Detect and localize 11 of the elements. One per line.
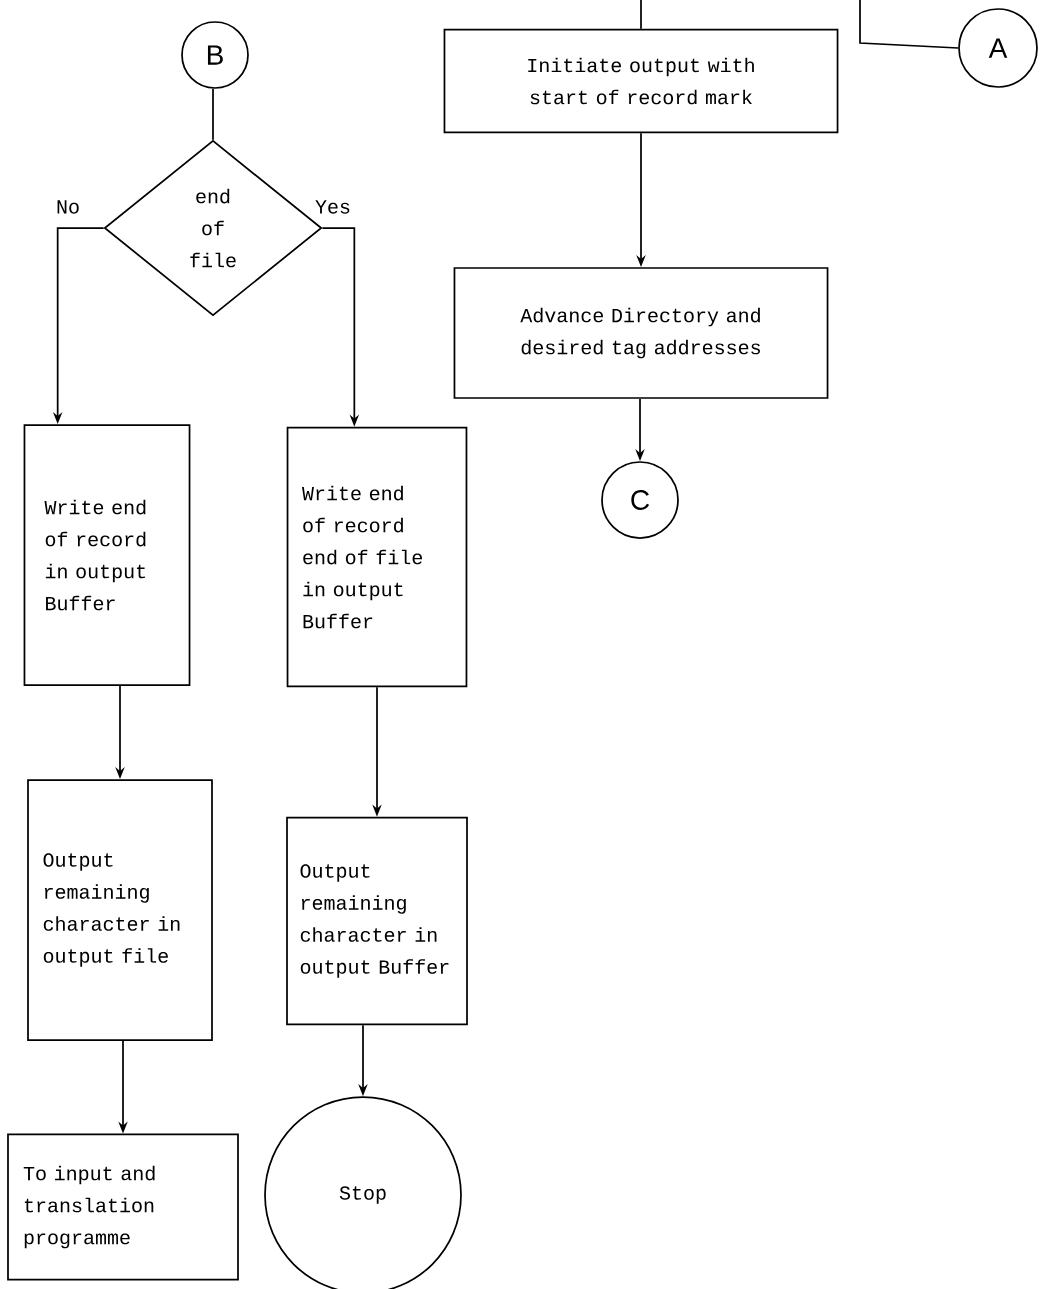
process-box: Write end of record end of file in output Buffer [286,426,468,688]
process-box: Advance Directory and desired tag addresses [453,267,829,399]
edge-label: No [54,199,82,215]
process-box: Output remaining character in output file [27,779,213,1041]
process-box: Output remaining character in output Buffer [286,816,468,1026]
connector-line [640,0,642,30]
process-box: To input and translation programme [7,1133,239,1281]
process-box: Write end of record in output Buffer [23,424,191,686]
connector-line [859,0,959,49]
connector-line [212,88,214,141]
process-box: Initiate output with start of record mark [443,28,839,134]
